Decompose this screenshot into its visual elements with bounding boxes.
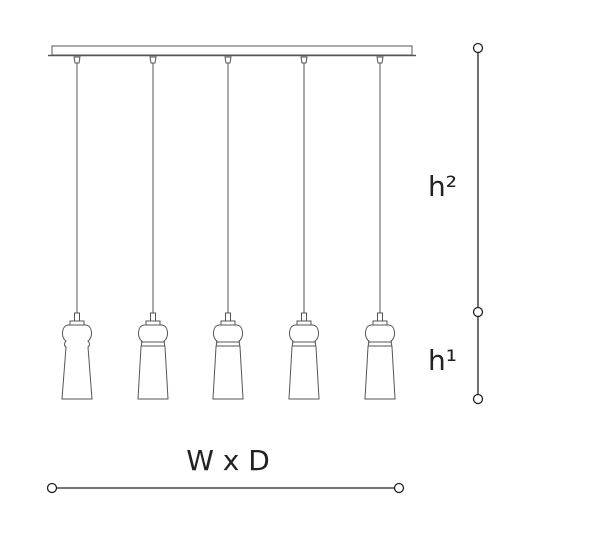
height-dimension-line <box>472 42 484 405</box>
glass-shade <box>137 324 169 400</box>
glass-shade <box>364 324 396 400</box>
pendant-lamp <box>137 56 169 400</box>
h2-label: h² <box>428 170 457 203</box>
dimension-endpoint <box>472 393 484 405</box>
dimension-endpoint <box>46 482 58 494</box>
lamp-socket <box>301 312 307 322</box>
width-depth-label: W x D <box>186 444 270 477</box>
lamp-socket <box>225 312 231 322</box>
width-dimension-line <box>46 482 405 494</box>
pendant-lamp <box>364 56 396 400</box>
dimension-endpoint <box>472 306 484 318</box>
ceiling-cup <box>73 56 81 64</box>
ceiling-cup <box>376 56 384 64</box>
lamp-socket <box>150 312 156 322</box>
ceiling-canopy <box>48 45 416 57</box>
glass-shade <box>288 324 320 400</box>
ceiling-cup <box>149 56 157 64</box>
pendant-lamp <box>288 56 320 400</box>
lamp-collar <box>69 320 85 326</box>
h1-label: h¹ <box>428 344 457 377</box>
pendant-lamp <box>61 56 93 400</box>
ceiling-cup <box>300 56 308 64</box>
lamp-collar <box>145 320 161 326</box>
ceiling-cup <box>224 56 232 64</box>
lamp-socket <box>74 312 80 322</box>
glass-shade <box>212 324 244 400</box>
lamp-collar <box>220 320 236 326</box>
lamp-socket <box>377 312 383 322</box>
pendant-lamp <box>212 56 244 400</box>
dimension-endpoint <box>472 42 484 54</box>
dimension-endpoint <box>393 482 405 494</box>
lamp-collar <box>296 320 312 326</box>
lamp-collar <box>372 320 388 326</box>
glass-shade <box>61 324 93 400</box>
